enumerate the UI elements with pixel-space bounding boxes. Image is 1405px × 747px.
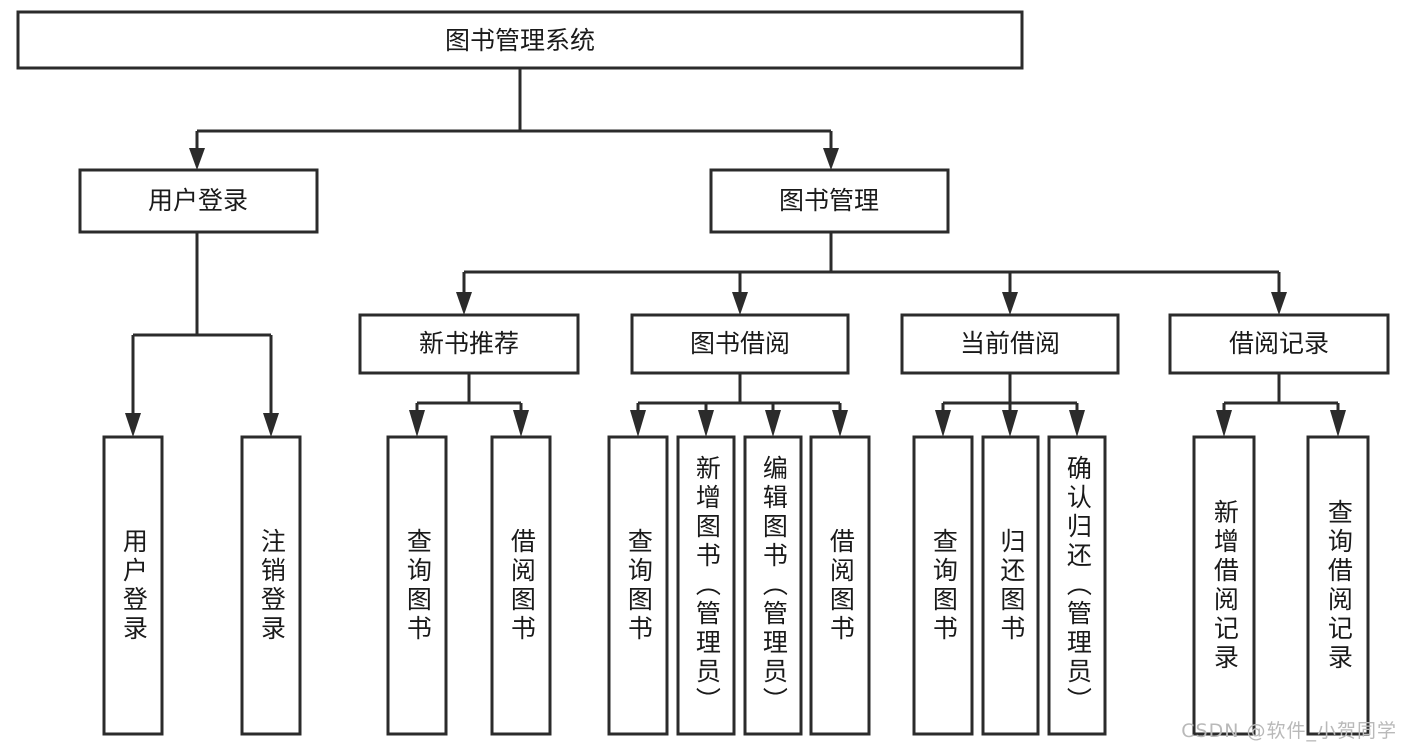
arrowhead-leaf-query-book-2 xyxy=(630,410,646,437)
node-root-box[interactable] xyxy=(16,10,1024,70)
node-book-borrow-box[interactable] xyxy=(630,313,850,375)
arrowhead-borrow-record xyxy=(1271,292,1287,315)
node-borrow-record-box[interactable] xyxy=(1168,313,1390,375)
node-book-manage-box[interactable] xyxy=(709,168,950,234)
node-leaf-logout-box[interactable] xyxy=(240,435,302,736)
arrowhead-user-login xyxy=(189,148,205,170)
node-leaf-return-book-box[interactable] xyxy=(981,435,1040,736)
arrowhead-leaf-logout xyxy=(263,413,279,437)
node-leaf-confirm-return-box[interactable] xyxy=(1047,435,1107,736)
node-new-book-recommend-label: 新书推荐 xyxy=(419,329,519,358)
edges-new-book-recommend-to-leaves xyxy=(409,373,529,437)
edges-current-borrow-to-leaves xyxy=(935,373,1085,437)
node-book-borrow-label: 图书借阅 xyxy=(690,329,790,358)
arrowhead-leaf-query-book-1 xyxy=(409,410,425,437)
edges-book-borrow-to-leaves xyxy=(630,373,848,437)
arrowhead-current-borrow xyxy=(1002,292,1018,315)
node-leaf-query-book-3-box[interactable] xyxy=(912,435,974,736)
node-leaf-query-book-2-box[interactable] xyxy=(607,435,669,736)
arrowhead-leaf-return-book xyxy=(1002,410,1018,437)
node-leaf-add-book-box[interactable] xyxy=(676,435,736,736)
arrowhead-leaf-user-login xyxy=(125,413,141,437)
node-leaf-borrow-book-2-box[interactable] xyxy=(809,435,871,736)
csdn-watermark: CSDN @软件_小贺同学 xyxy=(1181,720,1397,742)
node-leaf-user-login-box[interactable] xyxy=(102,435,164,736)
arrowhead-new-book-recommend xyxy=(456,292,472,315)
arrowhead-leaf-add-book xyxy=(698,410,714,437)
edges-book-manage-to-level3 xyxy=(456,232,1287,315)
node-current-borrow-label: 当前借阅 xyxy=(960,329,1060,358)
edges-borrow-record-to-leaves xyxy=(1216,373,1346,437)
node-book-manage-label: 图书管理 xyxy=(779,186,879,215)
arrowhead-leaf-query-record xyxy=(1330,410,1346,437)
arrowhead-leaf-borrow-book-2 xyxy=(832,410,848,437)
node-borrow-record-label: 借阅记录 xyxy=(1229,329,1329,358)
edges-root-to-level2 xyxy=(189,68,839,170)
node-root-label: 图书管理系统 xyxy=(445,26,595,55)
arrowhead-leaf-edit-book xyxy=(765,410,781,437)
node-leaf-add-record-box[interactable] xyxy=(1192,435,1256,736)
node-current-borrow-box[interactable] xyxy=(900,313,1120,375)
node-user-login-box[interactable] xyxy=(78,168,319,234)
node-leaf-borrow-book-1-box[interactable] xyxy=(490,435,552,736)
arrowhead-leaf-add-record xyxy=(1216,410,1232,437)
arrowhead-leaf-query-book-3 xyxy=(935,410,951,437)
node-leaf-edit-book-box[interactable] xyxy=(743,435,803,736)
arrowhead-book-manage xyxy=(823,148,839,170)
edges-user-login-to-leaves xyxy=(125,232,279,437)
node-leaf-query-book-1-box[interactable] xyxy=(386,435,448,736)
node-user-login-label: 用户登录 xyxy=(148,186,248,215)
node-leaf-query-record-box[interactable] xyxy=(1306,435,1370,736)
node-new-book-recommend-box[interactable] xyxy=(358,313,580,375)
arrowhead-book-borrow xyxy=(732,292,748,315)
arrowhead-leaf-borrow-book-1 xyxy=(513,410,529,437)
arrowhead-leaf-confirm-return xyxy=(1069,410,1085,437)
